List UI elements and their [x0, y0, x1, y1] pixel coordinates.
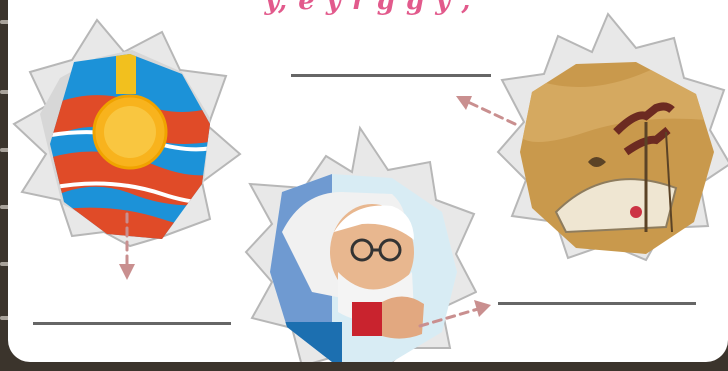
- binder-ring: [0, 90, 10, 94]
- ship-icon: [496, 12, 728, 262]
- answer-line-2[interactable]: [33, 322, 231, 325]
- answer-line-1[interactable]: [291, 74, 491, 77]
- binder-rings: [0, 0, 10, 371]
- binder-ring: [0, 20, 10, 24]
- medal-icon: [12, 18, 242, 248]
- writer-icon: [244, 125, 477, 362]
- binder-ring: [0, 316, 10, 320]
- binder-ring: [0, 262, 10, 266]
- binder-ring: [0, 148, 10, 152]
- binder-ring: [0, 205, 10, 209]
- header-text: y, e y r g g y ,: [264, 0, 472, 16]
- answer-line-3[interactable]: [498, 302, 696, 305]
- worksheet: y, e y r g g y ,: [8, 0, 728, 362]
